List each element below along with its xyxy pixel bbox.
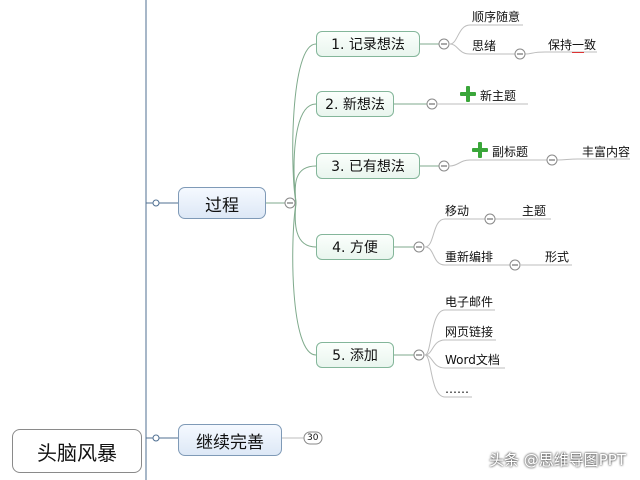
leaf-thoughts[interactable]: 思绪 — [472, 39, 497, 53]
leaf-keep-consistent[interactable]: 保持一致 — [548, 38, 597, 52]
subtopic-record-ideas[interactable]: 1. 记录想法 — [316, 31, 420, 57]
leaf-rich-content[interactable]: 丰富内容 — [582, 145, 631, 159]
subtopic-convenient[interactable]: 4. 方便 — [316, 234, 394, 260]
topic-continue-improve[interactable]: 继续完善 — [178, 424, 282, 456]
leaf-new-topic[interactable]: 新主题 — [480, 89, 517, 103]
subtopic-new-ideas[interactable]: 2. 新想法 — [316, 91, 394, 117]
leaf-ellipsis[interactable]: …… — [445, 382, 469, 396]
leaf-random-order[interactable]: 顺序随意 — [472, 10, 521, 24]
leaf-move[interactable]: 移动 — [445, 204, 470, 218]
root-topic[interactable]: 头脑风暴 — [12, 429, 142, 473]
leaf-word-doc[interactable]: Word文档 — [445, 353, 500, 367]
leaf-subtitle[interactable]: 副标题 — [492, 145, 529, 159]
topic-process[interactable]: 过程 — [178, 187, 266, 219]
collapsed-count-badge[interactable]: 30 — [307, 433, 319, 443]
subtopic-add[interactable]: 5. 添加 — [316, 342, 394, 368]
add-topic-icon — [472, 142, 488, 158]
text-accent-mark — [572, 52, 584, 53]
watermark: 头条 @思维导图PPT — [488, 451, 626, 469]
leaf-rearrange[interactable]: 重新编排 — [445, 250, 494, 264]
add-topic-icon — [460, 86, 476, 102]
subtopic-existing-ideas[interactable]: 3. 已有想法 — [316, 153, 420, 179]
leaf-topic[interactable]: 主题 — [522, 204, 547, 218]
leaf-web-link[interactable]: 网页链接 — [445, 325, 494, 339]
leaf-format[interactable]: 形式 — [545, 250, 570, 264]
leaf-email[interactable]: 电子邮件 — [445, 295, 494, 309]
